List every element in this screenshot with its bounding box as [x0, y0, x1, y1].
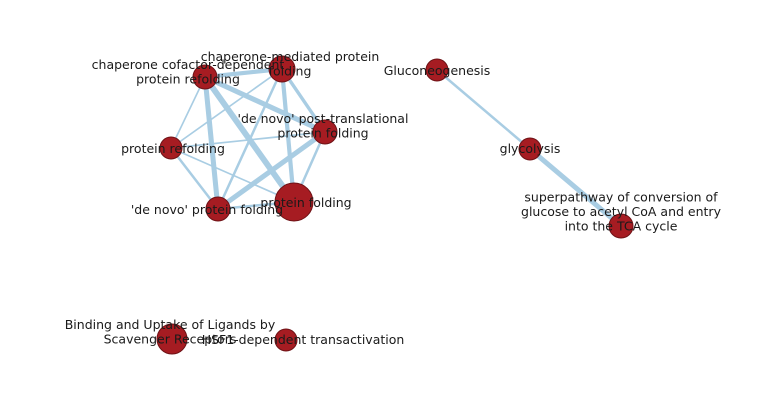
node-label-line: glycolysis: [500, 141, 561, 156]
node-de-novo-post[interactable]: [312, 119, 338, 145]
node-label-line: Gluconeogenesis: [384, 63, 491, 78]
node-label-hsf1: HSF1-dependent transactivation: [202, 332, 405, 347]
node-label-line: HSF1-dependent transactivation: [202, 332, 405, 347]
edge-gluconeogenesis-glycolysis: [435, 68, 532, 151]
node-gluconeogenesis[interactable]: [425, 58, 449, 82]
node-label-line: folding: [269, 63, 312, 78]
node-chaperone-cofactor[interactable]: [192, 64, 218, 90]
node-label-line: chaperone cofactor-dependent: [92, 57, 285, 72]
edge-de_novo_post-de_novo_folding: [215, 129, 328, 212]
node-label-gluconeogenesis: Gluconeogenesis: [384, 63, 491, 78]
node-layer: [156, 55, 634, 355]
node-label-line: 'de novo' protein folding: [131, 202, 283, 217]
edge-glycolysis-superpathway: [527, 146, 624, 229]
node-label-glycolysis: glycolysis: [500, 141, 561, 156]
node-label-line: 'de novo' post-translational: [238, 111, 409, 126]
node-chaperone-mediated[interactable]: [268, 55, 296, 83]
edge-chaperone_cofactor-protein_refolding: [170, 76, 206, 149]
edge-chaperone_mediated-protein_refolding: [170, 68, 283, 149]
node-label-line: protein folding: [277, 125, 368, 140]
node-label-de-novo-folding: 'de novo' protein folding: [131, 202, 283, 217]
edge-protein_refolding-protein_folding: [170, 147, 295, 203]
node-label-line: protein refolding: [136, 71, 240, 86]
node-label-protein-folding: protein folding: [260, 195, 351, 210]
node-binding-uptake[interactable]: [156, 323, 188, 355]
node-label-line: protein refolding: [121, 141, 225, 156]
edge-de_novo_post-protein_refolding: [170, 131, 326, 149]
node-label-line: glucose to acetyl CoA and entry: [521, 204, 722, 219]
node-protein-folding[interactable]: [274, 182, 314, 222]
node-label-protein-refolding: protein refolding: [121, 141, 225, 156]
node-hsf1[interactable]: [274, 328, 298, 352]
node-protein-refolding[interactable]: [159, 136, 183, 160]
node-label-line: Binding and Uptake of Ligands by: [65, 317, 276, 332]
edge-protein_refolding-de_novo_folding: [169, 146, 220, 211]
node-superpathway[interactable]: [608, 213, 634, 239]
node-label-line: superpathway of conversion of: [524, 190, 718, 205]
node-label-line: Scavenger Receptors: [104, 331, 237, 346]
node-label-line: chaperone-mediated protein: [201, 49, 380, 64]
node-de-novo-folding[interactable]: [205, 196, 231, 222]
node-glycolysis[interactable]: [518, 137, 542, 161]
node-label-line: protein folding: [260, 195, 351, 210]
node-label-line: into the TCA cycle: [565, 219, 678, 234]
